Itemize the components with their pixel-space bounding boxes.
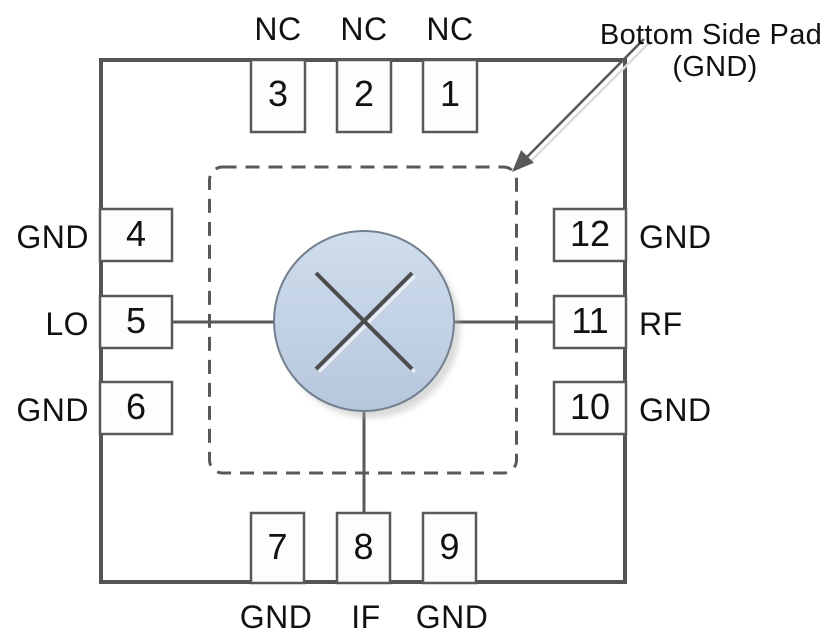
- pin-8-label: IF: [351, 599, 380, 635]
- pin-box: [552, 294, 628, 350]
- pin-number: 4: [126, 213, 146, 254]
- pin-3-label: NC: [254, 11, 301, 47]
- pin-6: 6: [98, 380, 174, 436]
- pin-number: 10: [570, 386, 610, 427]
- pin-number: 3: [268, 73, 288, 114]
- pin-9-label: GND: [416, 599, 489, 635]
- pin-1: 1: [421, 58, 479, 134]
- pin-4: 4: [98, 207, 174, 263]
- pin-number: 11: [571, 300, 608, 341]
- pin-box: [335, 511, 392, 585]
- pin-box: [98, 380, 174, 436]
- pin-1-label: NC: [426, 11, 473, 47]
- pin-7-label: GND: [240, 599, 313, 635]
- pin-number: 2: [354, 73, 374, 114]
- pin-11: 11: [552, 294, 628, 350]
- pin-number: 8: [353, 526, 373, 567]
- mixer-symbol: [273, 230, 460, 418]
- pin-4-label: GND: [16, 219, 89, 255]
- mixer-x-icon: [314, 271, 417, 374]
- pin-box: [421, 511, 478, 585]
- pin-number: 6: [126, 386, 146, 427]
- pin-6-label: GND: [16, 392, 89, 428]
- pin-12-label: GND: [639, 219, 712, 255]
- pin-number: 7: [267, 526, 287, 567]
- pin-2: 2: [335, 58, 393, 134]
- arrowhead-icon: [512, 150, 534, 172]
- note-line-1: Bottom Side Pad: [600, 19, 822, 51]
- bottom-side-pad-note: Bottom Side Pad (GND): [600, 19, 822, 83]
- pin-12: 12: [552, 207, 628, 263]
- pin-box: [335, 58, 393, 134]
- pin-number: 5: [126, 300, 146, 341]
- pin-number: 1: [440, 73, 460, 114]
- pin-box: [552, 380, 628, 436]
- pin-2-label: NC: [340, 11, 387, 47]
- pin-box: [98, 207, 174, 263]
- pin-10-label: GND: [639, 392, 712, 428]
- pin-5: 5: [98, 294, 174, 350]
- pin-number: 12: [570, 213, 610, 254]
- pin-10: 10: [552, 380, 628, 436]
- pin-11-label: RF: [639, 306, 683, 342]
- pin-5-label: LO: [45, 306, 89, 342]
- pin-8: 8: [335, 511, 392, 585]
- pin-3: 3: [249, 58, 307, 134]
- pin-box: [249, 511, 306, 585]
- pin-9: 9: [421, 511, 478, 585]
- pin-box: [249, 58, 307, 134]
- note-line-2: (GND): [672, 51, 757, 83]
- pin-box: [98, 294, 174, 350]
- pin-7: 7: [249, 511, 306, 585]
- pin-number: 9: [439, 526, 459, 567]
- pin-box: [552, 207, 628, 263]
- pad-pointer-arrow: [512, 38, 650, 172]
- pin-box: [421, 58, 479, 134]
